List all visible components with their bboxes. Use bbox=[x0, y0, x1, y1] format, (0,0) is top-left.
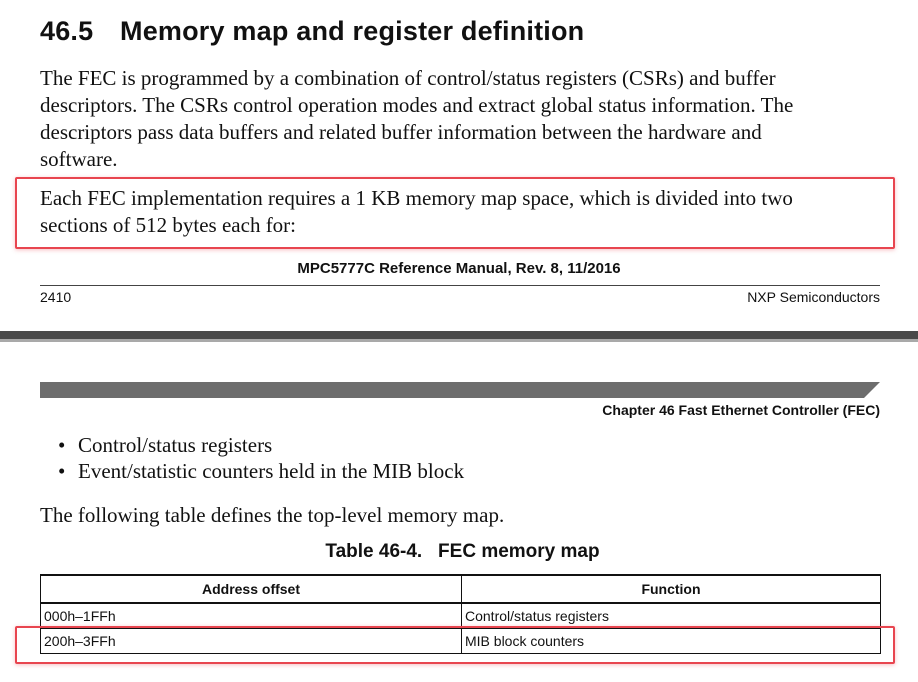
page-separator-shadow bbox=[0, 339, 918, 342]
intro-line: descriptors pass data buffers and relate… bbox=[40, 120, 762, 144]
bullet-list: • Control/status registers • Event/statist… bbox=[40, 432, 464, 484]
list-item: • Control/status registers bbox=[40, 432, 464, 458]
highlighted-line: sections of 512 bytes each for: bbox=[40, 213, 297, 237]
section-heading: 46.5 Memory map and register definition bbox=[40, 16, 584, 47]
intro-line: software. bbox=[40, 147, 118, 171]
bullet-symbol: • bbox=[58, 459, 66, 483]
intro-line: The FEC is programmed by a combination o… bbox=[40, 66, 776, 90]
table-cell-function: MIB block counters bbox=[461, 628, 881, 654]
row-highlight-box bbox=[15, 626, 895, 664]
bullet-text: Event/statistic counters held in the MIB… bbox=[78, 459, 465, 483]
memory-map-table: Address offset Function 000h–1FFh Contro… bbox=[40, 574, 881, 654]
table-intro-paragraph: The following table defines the top-leve… bbox=[40, 503, 505, 527]
table-row: 000h–1FFh Control/status registers bbox=[40, 602, 881, 629]
table-header-row: Address offset Function bbox=[40, 574, 881, 604]
table-cell-function: Control/status registers bbox=[461, 602, 881, 629]
table-cell-address: 000h–1FFh bbox=[40, 602, 462, 629]
footer-company: NXP Semiconductors bbox=[747, 289, 880, 305]
footer-divider bbox=[40, 285, 880, 286]
section-title: Memory map and register definition bbox=[120, 16, 585, 46]
highlighted-line: Each FEC implementation requires a 1 KB … bbox=[40, 186, 793, 210]
section-number: 46.5 bbox=[40, 16, 94, 46]
footer-page-number: 2410 bbox=[40, 289, 72, 305]
intro-paragraph: The FEC is programmed by a combination o… bbox=[40, 65, 890, 173]
intro-line: descriptors. The CSRs control operation … bbox=[40, 93, 794, 117]
bullet-symbol: • bbox=[58, 433, 66, 457]
list-item: • Event/statistic counters held in the MI… bbox=[40, 458, 464, 484]
bullet-text: Control/status registers bbox=[78, 433, 273, 457]
footer-manual-title: MPC5777C Reference Manual, Rev. 8, 11/20… bbox=[297, 260, 621, 277]
paragraph-highlight-box bbox=[15, 177, 895, 249]
chapter-header-title: Chapter 46 Fast Ethernet Controller (FEC… bbox=[602, 402, 880, 418]
table-cell-address: 200h–3FFh bbox=[40, 628, 462, 654]
page-separator bbox=[0, 331, 918, 339]
table-caption: Table 46-4. FEC memory map bbox=[325, 541, 600, 562]
column-header-address-offset: Address offset bbox=[40, 574, 462, 604]
chapter-header-bar bbox=[40, 382, 880, 398]
memory-map-paragraph: Each FEC implementation requires a 1 KB … bbox=[40, 185, 890, 239]
table-row: 200h–3FFh MIB block counters bbox=[40, 628, 881, 654]
column-header-function: Function bbox=[461, 574, 881, 604]
